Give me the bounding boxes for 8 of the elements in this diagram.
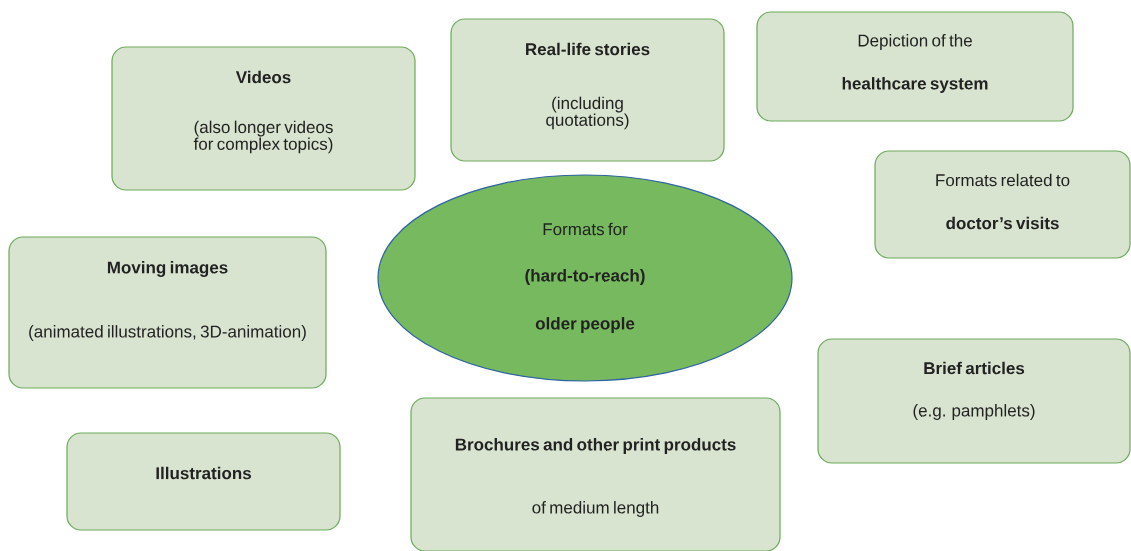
- rounded-box: Brief articles (e.g. pamphlets): [817, 338, 1131, 464]
- rounded-box: Videos (also longer videos for complex topics): [111, 46, 416, 191]
- rounded-box: Depiction of the healthcare system: [756, 11, 1074, 122]
- rounded-box: Brochures and other print products of medium length: [410, 397, 781, 551]
- rounded-box: Illustrations: [66, 432, 341, 531]
- rounded-box: Formats related to doctor’s visits: [874, 150, 1131, 259]
- rounded-box: Moving images (animated illustrations, 3D-animation): [8, 236, 327, 389]
- rounded-box: Real-life stories (including quotations): [450, 18, 725, 162]
